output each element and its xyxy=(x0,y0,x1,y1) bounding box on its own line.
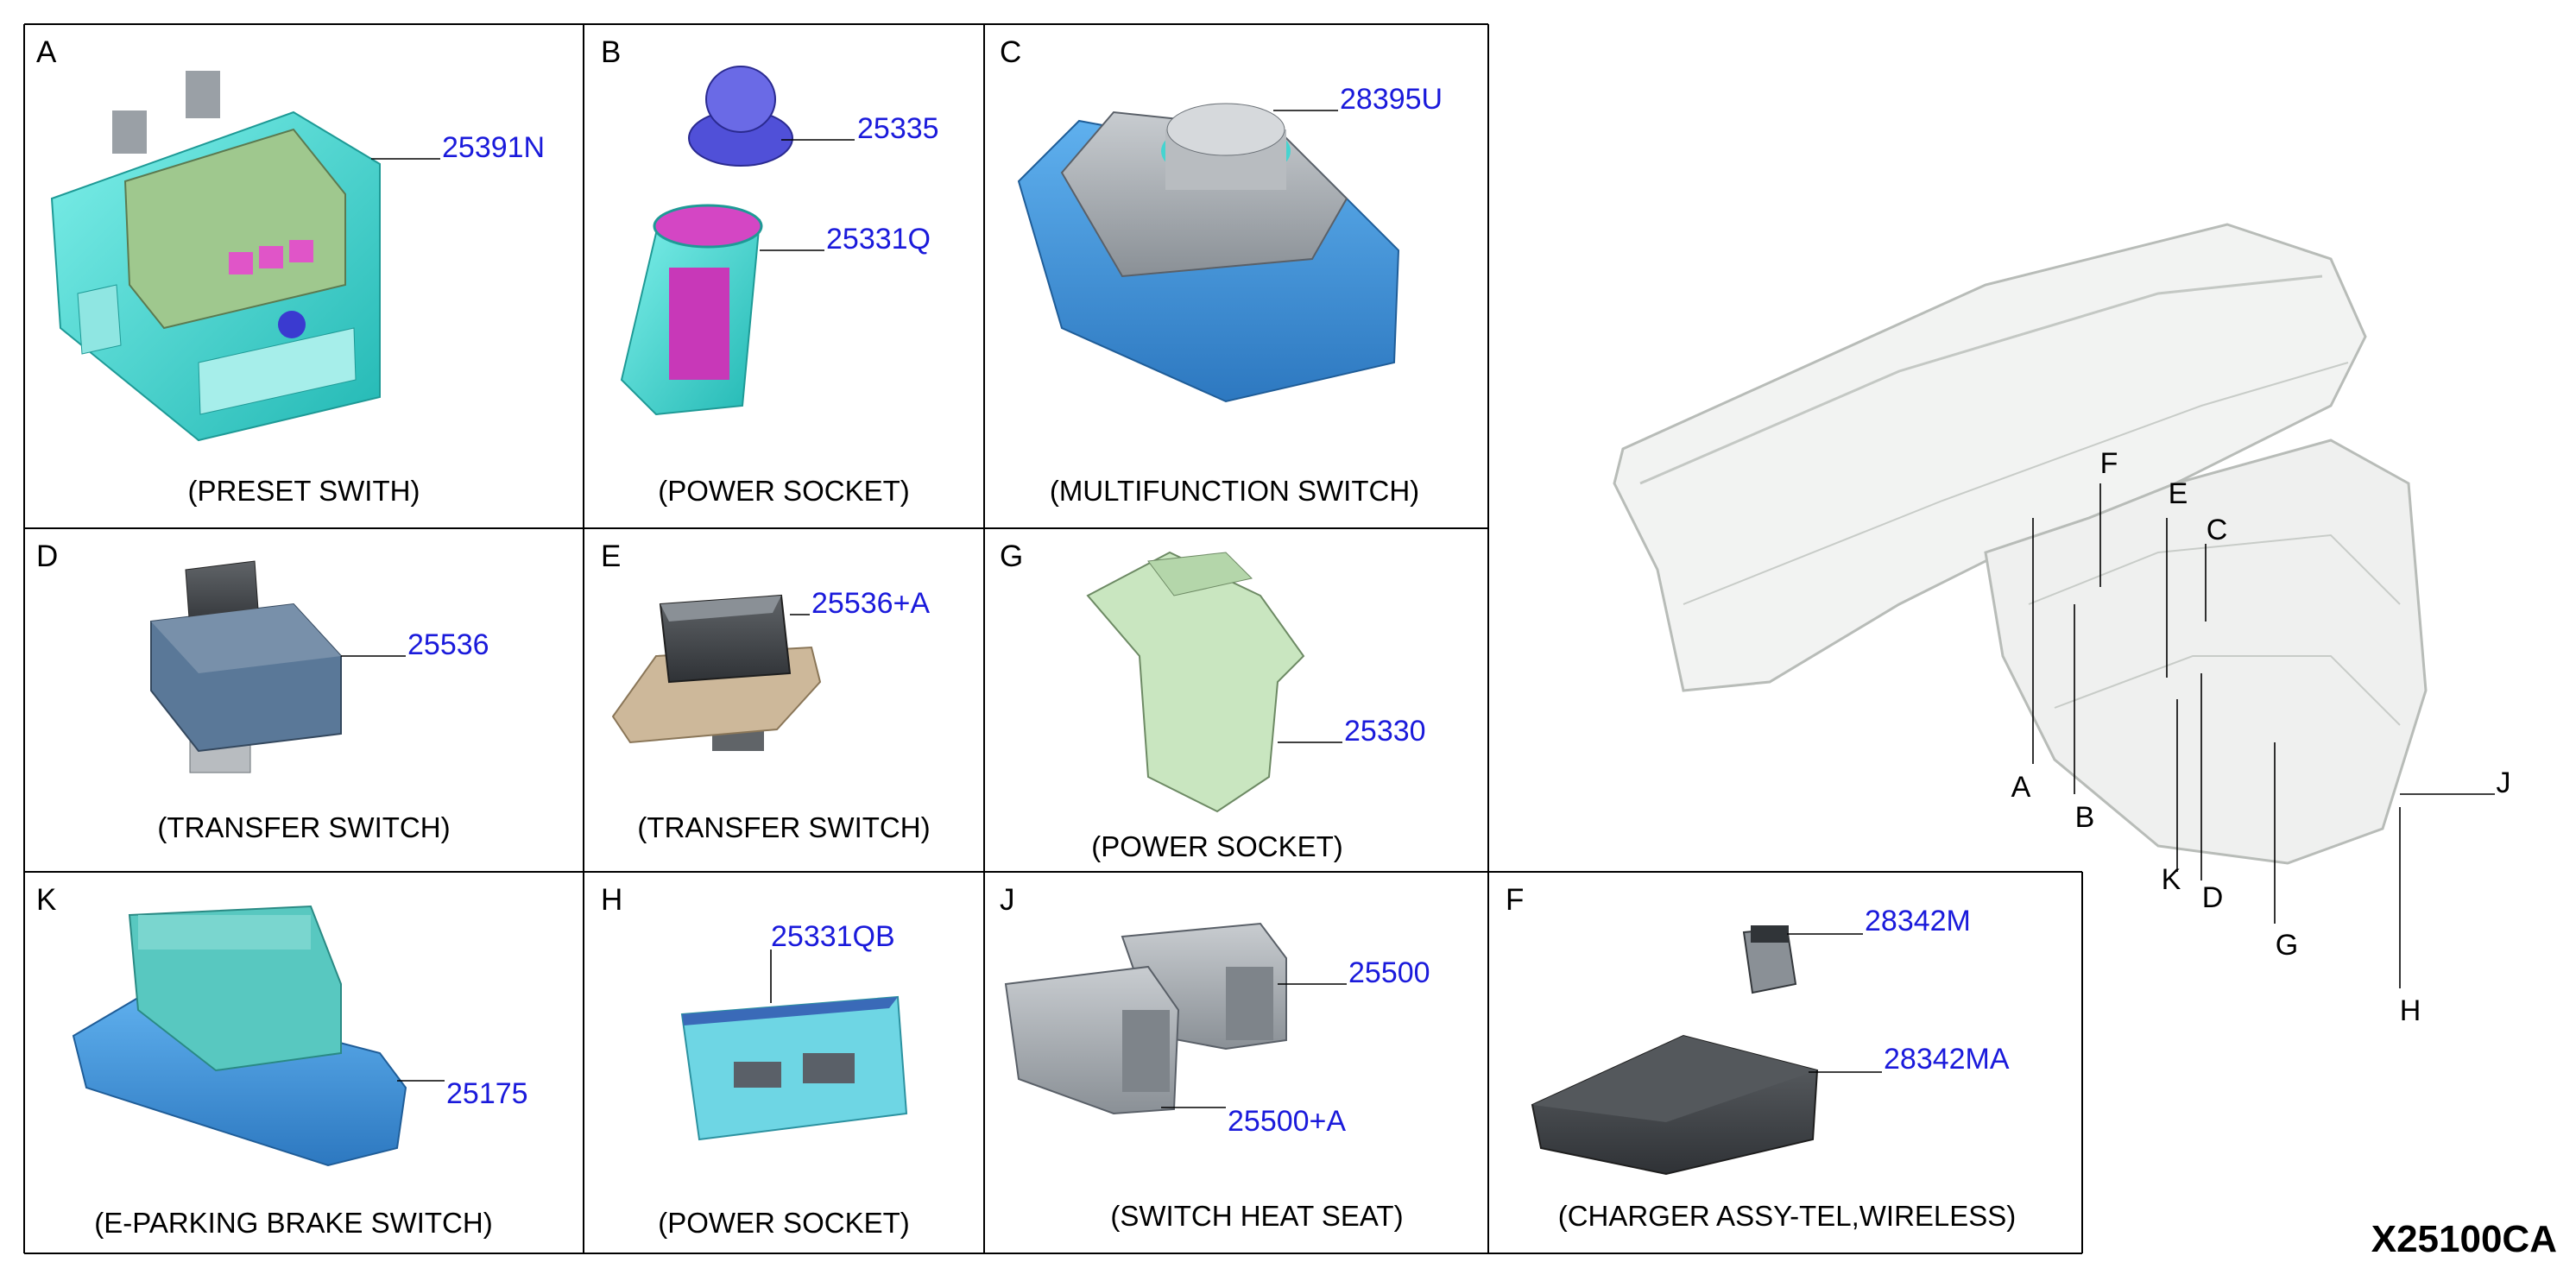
part-number-25536: 25536 xyxy=(407,628,489,661)
callout-j: J xyxy=(2497,767,2511,799)
part-number-25536a: 25536+A xyxy=(811,587,930,620)
panel-g-title: (POWER SOCKET) xyxy=(1091,830,1343,862)
panel-b-title: (POWER SOCKET) xyxy=(658,475,910,507)
panel-d-letter: D xyxy=(36,540,58,573)
power-socket-g-illustration xyxy=(1086,551,1305,813)
e-parking-brake-switch-illustration xyxy=(72,905,407,1167)
part-number-25391n: 25391N xyxy=(442,131,545,164)
power-socket-body-illustration xyxy=(620,204,763,416)
panel-h-title: (POWER SOCKET) xyxy=(658,1207,910,1239)
callout-letters: F E C A B K D G J H xyxy=(2011,447,2511,1027)
panel-a-letter: A xyxy=(36,35,57,69)
callout-h: H xyxy=(2400,994,2421,1027)
panel-e-title: (TRANSFER SWITCH) xyxy=(637,811,930,843)
power-socket-h-illustration xyxy=(680,995,908,1141)
panel-c-letter: C xyxy=(1000,35,1021,69)
callout-f: F xyxy=(2100,447,2118,480)
charger-assy-illustration xyxy=(1531,1034,1819,1176)
dashboard-overview xyxy=(1613,223,2428,865)
panel-d: D 25536 (TRANSFER SWITCH) xyxy=(36,540,489,843)
part-number-25330: 25330 xyxy=(1344,715,1426,748)
panel-f-letter: F xyxy=(1506,883,1524,917)
part-number-28342ma: 28342MA xyxy=(1884,1043,2010,1076)
panel-h: H 25331QB (POWER SOCKET) xyxy=(601,883,910,1239)
part-number-28395u: 28395U xyxy=(1340,83,1443,116)
panel-b-letter: B xyxy=(601,35,621,69)
charger-module-illustration xyxy=(1742,925,1797,994)
multifunction-switch-illustration xyxy=(1017,103,1400,403)
power-socket-cap-illustration xyxy=(688,66,793,167)
panel-j-title: (SWITCH HEAT SEAT) xyxy=(1110,1200,1403,1232)
panel-f-title: (CHARGER ASSY-TEL,WIRELESS) xyxy=(1558,1200,2017,1232)
part-number-25500a: 25500+A xyxy=(1228,1105,1346,1138)
panel-a: A 25391N (PRESET SWITH) xyxy=(36,35,545,507)
callout-a: A xyxy=(2011,771,2031,804)
panel-h-letter: H xyxy=(601,883,622,917)
panel-g-letter: G xyxy=(1000,540,1023,573)
panel-a-title: (PRESET SWITH) xyxy=(188,475,420,507)
part-number-25335: 25335 xyxy=(857,112,939,145)
callout-b: B xyxy=(2075,801,2095,834)
callout-c: C xyxy=(2207,514,2228,546)
panel-c-title: (MULTIFUNCTION SWITCH) xyxy=(1050,475,1419,507)
callout-leaders xyxy=(2032,483,2495,988)
panel-k-title: (E-PARKING BRAKE SWITCH) xyxy=(94,1207,492,1239)
diagram-code: X25100CA xyxy=(2371,1218,2557,1260)
panel-f: F 28342M 28342MA (CHARGER ASSY-TEL,WIREL… xyxy=(1506,883,2016,1232)
part-number-25331qb: 25331QB xyxy=(771,920,895,953)
switch-heat-seat-illustration xyxy=(1004,922,1287,1115)
callout-k: K xyxy=(2162,863,2181,896)
callout-d: D xyxy=(2202,881,2224,914)
part-number-25331q: 25331Q xyxy=(826,223,931,256)
transfer-switch-e-illustration xyxy=(611,594,822,751)
panel-j: J 25500 25500+A (SWITCH HEAT SEAT) xyxy=(1000,883,1430,1232)
callout-e: E xyxy=(2169,477,2188,510)
panel-grid xyxy=(23,23,2083,1254)
panel-k-letter: K xyxy=(36,883,56,917)
panel-e: E 25536+A (TRANSFER SWITCH) xyxy=(601,540,931,843)
panel-d-title: (TRANSFER SWITCH) xyxy=(157,811,450,843)
transfer-switch-d-illustration xyxy=(150,560,342,773)
panel-g: G 25330 (POWER SOCKET) xyxy=(1000,540,1426,862)
panel-b: B 25335 25331Q (POWER SOCKET) xyxy=(601,35,939,507)
callout-g: G xyxy=(2276,929,2298,962)
panel-e-letter: E xyxy=(601,540,621,573)
part-number-28342m: 28342M xyxy=(1865,905,1971,937)
panel-k: K 25175 (E-PARKING BRAKE SWITCH) xyxy=(36,883,528,1239)
panel-j-letter: J xyxy=(1000,883,1015,917)
part-number-25175: 25175 xyxy=(446,1077,528,1110)
preset-switch-illustration xyxy=(50,71,381,442)
panel-c: C 28395U (MULTIFUNCTION SWITCH) xyxy=(1000,35,1443,507)
part-number-25500: 25500 xyxy=(1348,956,1430,989)
